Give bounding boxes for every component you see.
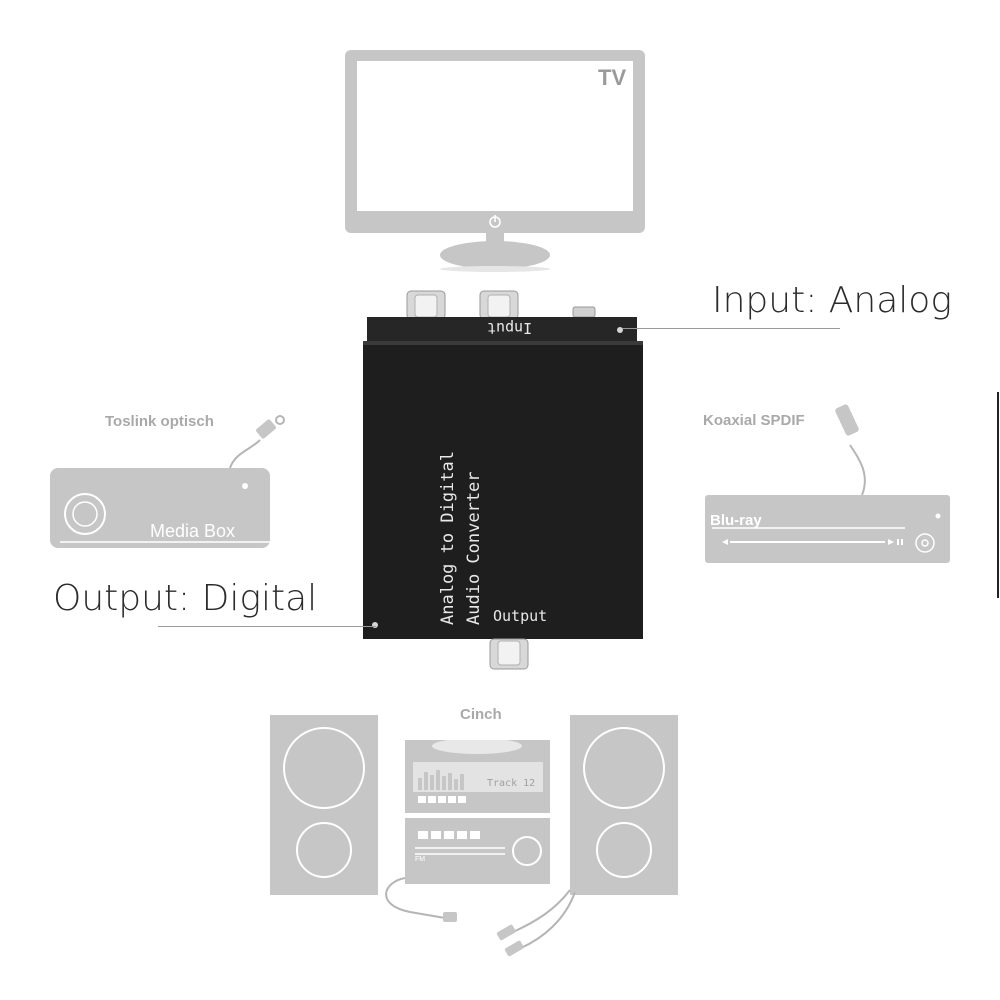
bluray-illustration: Koaxial SPDIF Blu-ray — [700, 390, 955, 570]
converter-title-line1: Analog to Digital — [438, 451, 458, 625]
output-callout-label: Output: Digital — [53, 578, 318, 619]
input-callout-label: Input: Analog — [712, 280, 952, 321]
stereo-display-text: Track 12 — [487, 778, 536, 789]
converter-title-line2: Audio Converter — [464, 471, 484, 625]
right-edge-divider — [997, 392, 999, 598]
toslink-cable-icon — [50, 415, 285, 548]
tv-illustration: TV — [340, 45, 650, 275]
converter-input-label: Input — [487, 319, 533, 337]
stereo-system-icon — [270, 715, 678, 957]
tv-icon — [345, 50, 645, 272]
converter-output-label: Output — [493, 607, 548, 625]
mediabox-caption: Toslink optisch — [105, 413, 214, 430]
stereo-band-label: FM — [415, 856, 426, 863]
bluray-label: Blu-ray — [710, 512, 762, 529]
input-callout-line — [622, 328, 840, 329]
converter-title-block: Analog to Digital Audio Converter — [435, 385, 495, 625]
mediabox-illustration: Toslink optisch Media Box — [45, 405, 295, 565]
converter-body-icon — [363, 290, 643, 670]
output-callout-line — [158, 626, 376, 627]
coax-cable-icon — [705, 404, 950, 563]
stereo-caption: Cinch — [460, 706, 502, 723]
tv-label: TV — [598, 65, 627, 90]
converter-device: Input Analog to Digital Audio Converter … — [355, 285, 645, 675]
stereo-illustration: Cinch — [265, 700, 695, 960]
bluray-caption: Koaxial SPDIF — [703, 412, 805, 429]
mediabox-label: Media Box — [150, 521, 236, 541]
